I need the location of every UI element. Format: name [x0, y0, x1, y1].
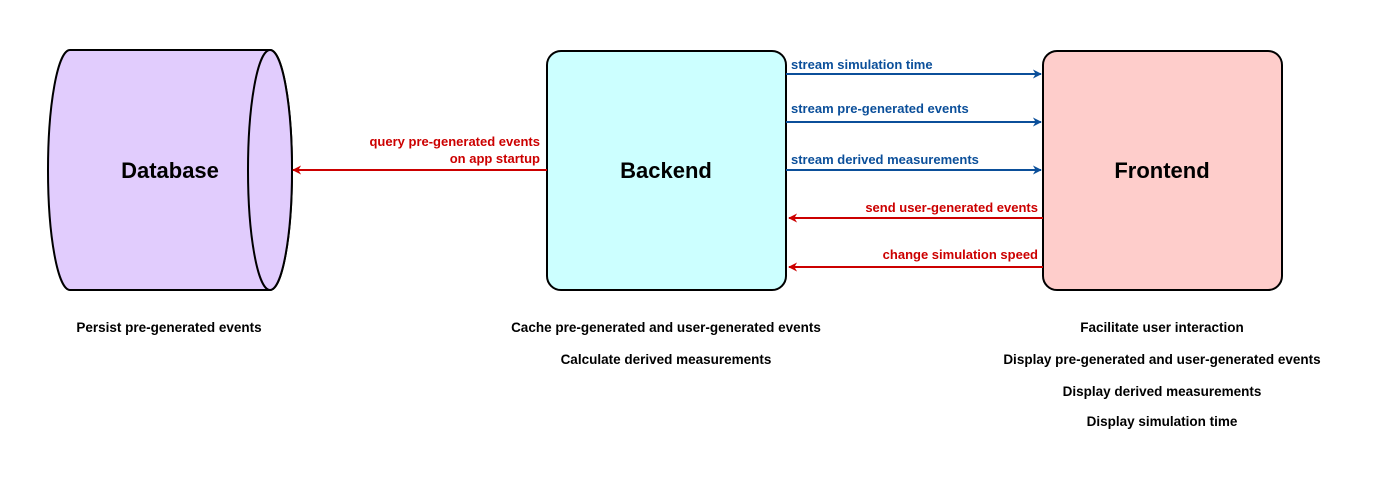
frontend-box [1042, 50, 1283, 291]
frontend-descriptions: Facilitate user interaction Display pre-… [1003, 320, 1320, 429]
backend-desc-1: Cache pre-generated and user-generated e… [511, 320, 821, 335]
backend-desc-2: Calculate derived measurements [561, 352, 772, 367]
edge-stream-time: stream simulation time [786, 57, 1042, 79]
database-desc-1: Persist pre-generated events [76, 320, 261, 335]
query-label-line1: query pre-generated events [369, 134, 540, 149]
stream-time-label: stream simulation time [791, 57, 933, 72]
database-descriptions: Persist pre-generated events [76, 320, 261, 335]
database-node: Database [47, 49, 293, 291]
frontend-node: Frontend [1042, 50, 1283, 291]
edge-stream-events: stream pre-generated events [786, 101, 1042, 127]
send-events-label: send user-generated events [865, 200, 1038, 215]
backend-node: Backend [546, 50, 787, 291]
frontend-desc-4: Display simulation time [1087, 414, 1238, 429]
change-speed-label: change simulation speed [883, 247, 1038, 262]
stream-events-label: stream pre-generated events [791, 101, 969, 116]
frontend-title: Frontend [1114, 158, 1209, 183]
edge-change-speed: change simulation speed [788, 247, 1043, 272]
stream-measurements-label: stream derived measurements [791, 152, 979, 167]
database-title: Database [121, 158, 219, 183]
database-cap [247, 49, 293, 291]
edge-send-events: send user-generated events [788, 200, 1043, 223]
query-label-line2: on app startup [450, 151, 540, 166]
backend-descriptions: Cache pre-generated and user-generated e… [511, 320, 821, 367]
frontend-desc-2: Display pre-generated and user-generated… [1003, 352, 1320, 367]
edge-query-database: query pre-generated events on app startu… [292, 134, 547, 175]
frontend-desc-3: Display derived measurements [1063, 384, 1262, 399]
frontend-desc-1: Facilitate user interaction [1080, 320, 1244, 335]
backend-title: Backend [620, 158, 712, 183]
edge-stream-measurements: stream derived measurements [786, 152, 1042, 175]
